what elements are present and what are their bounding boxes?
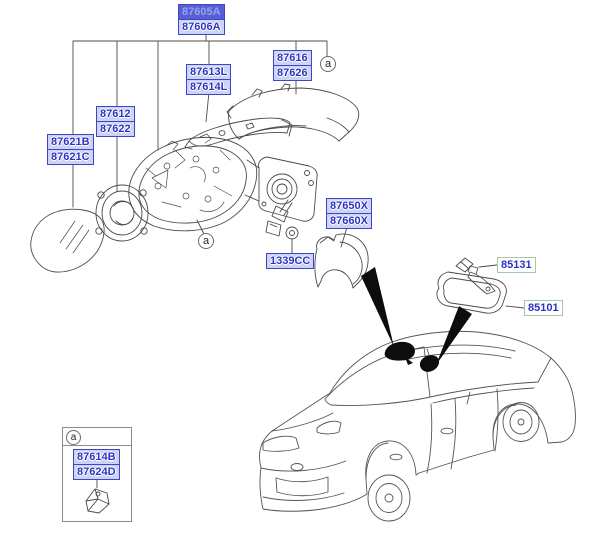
part-number-87606a[interactable]: 87606A — [178, 19, 225, 35]
mirror-actuator-drawing — [95, 184, 149, 242]
part-number-87612[interactable]: 87612 — [96, 106, 135, 122]
part-number-87614b[interactable]: 87614B — [73, 449, 120, 465]
inside-mirror-mark — [419, 355, 440, 372]
part-number-87650x[interactable]: 87650X — [326, 198, 372, 214]
mirror-glass-drawing — [30, 208, 105, 273]
label-group-glass: 87621B 87621C — [47, 134, 94, 165]
part-number-87626[interactable]: 87626 — [273, 65, 312, 81]
label-group-base-cover: 87614B 87624D — [73, 449, 120, 480]
part-number-1339cc[interactable]: 1339CC — [266, 253, 315, 269]
part-number-87614l[interactable]: 87614L — [186, 79, 232, 95]
label-group-mirror-assembly: 87605A 87606A — [178, 4, 225, 35]
inside-mirror-drawing — [436, 265, 507, 314]
part-number-85131[interactable]: 85131 — [497, 257, 536, 273]
connector-lines — [72, 32, 525, 489]
part-number-87613l[interactable]: 87613L — [186, 64, 232, 80]
part-number-87624d[interactable]: 87624D — [73, 464, 120, 480]
locator-arrows — [361, 267, 472, 372]
base-cover-detail-drawing — [85, 488, 110, 514]
callout-a-box: a — [66, 430, 81, 445]
mirror-housing-drawing — [128, 133, 258, 232]
detail-box-header: a — [63, 428, 131, 446]
part-number-87621b[interactable]: 87621B — [47, 134, 94, 150]
part-number-87621c[interactable]: 87621C — [47, 149, 94, 165]
label-group-side-cover: 87650X 87660X — [326, 198, 372, 229]
arrow-inside-mirror — [436, 306, 472, 365]
part-number-85101[interactable]: 85101 — [524, 300, 563, 316]
folding-actuator-drawing — [244, 156, 318, 237]
part-number-87622[interactable]: 87622 — [96, 121, 135, 137]
label-group-actuator: 87612 87622 — [96, 106, 135, 137]
part-number-87605a[interactable]: 87605A — [178, 4, 225, 20]
label-group-bracket: 87613L 87614L — [186, 64, 232, 95]
side-mirror-mark — [384, 341, 415, 365]
detail-box-a: a 87614B 87624D — [62, 427, 132, 522]
callout-a-housing: a — [198, 233, 214, 249]
part-number-87616[interactable]: 87616 — [273, 50, 312, 66]
grommet-nut-drawing — [285, 226, 299, 240]
mirror-cap-cover-drawing — [226, 83, 360, 142]
part-number-87660x[interactable]: 87660X — [326, 213, 372, 229]
mirror-base-cover-drawing — [314, 233, 369, 289]
car-drawing — [259, 330, 576, 522]
label-group-upper-cover: 87616 87626 — [273, 50, 312, 81]
callout-a-top: a — [320, 56, 336, 72]
mirror-bracket-drawing — [184, 117, 293, 150]
arrow-side-mirror — [361, 267, 394, 347]
